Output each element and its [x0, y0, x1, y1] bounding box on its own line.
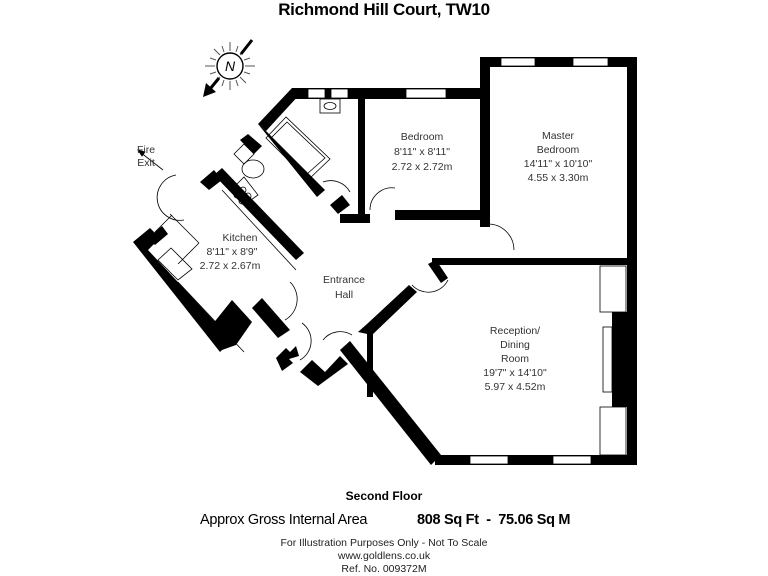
- disclaimer: For Illustration Purposes Only - Not To …: [280, 537, 488, 549]
- room-master-bedroom: Master Bedroom 14'11" x 10'10" 4.55 x 3.…: [524, 130, 593, 184]
- website: www.goldlens.co.uk: [337, 550, 431, 562]
- entrance-hall-name-1: Entrance: [323, 274, 365, 286]
- kitchen-imperial: 8'11" x 8'9": [207, 246, 258, 258]
- windows: [307, 57, 609, 465]
- room-entrance-hall: Entrance Hall: [323, 274, 365, 301]
- area-label: Approx Gross Internal Area: [200, 512, 368, 528]
- master-bedroom-name-2: Bedroom: [537, 144, 580, 156]
- front-door: [299, 322, 312, 361]
- reception-imperial: 19'7" x 14'10": [483, 367, 547, 379]
- reception-name-2: Dining: [500, 339, 530, 351]
- hob-icon: [232, 176, 259, 205]
- floor-plan: N: [133, 39, 637, 465]
- bedroom-metric: 2.72 x 2.72m: [392, 161, 453, 173]
- floor-label: Second Floor: [345, 489, 423, 503]
- sink-icon: [157, 247, 193, 281]
- bedroom-name: Bedroom: [401, 131, 444, 143]
- kitchen-name: Kitchen: [222, 232, 257, 244]
- room-kitchen: Kitchen 8'11" x 8'9" 2.72 x 2.67m: [200, 232, 261, 272]
- room-bedroom: Bedroom 8'11" x 8'11" 2.72 x 2.72m: [392, 131, 453, 173]
- fire-exit-label-line2: Exit: [137, 157, 155, 169]
- entrance-hall-name-2: Hall: [335, 289, 353, 301]
- reception-name-3: Room: [501, 353, 529, 365]
- toilet-icon: [241, 159, 265, 179]
- kitchen-door: [284, 281, 298, 321]
- kitchen-metric: 2.72 x 2.67m: [200, 260, 261, 272]
- reception-name-1: Reception/: [490, 325, 540, 337]
- fire-exit-label-line1: Fire: [137, 144, 155, 156]
- basin-icon: [319, 98, 341, 114]
- master-bedroom-metric: 4.55 x 3.30m: [528, 172, 589, 184]
- bathtub-icon: [265, 116, 331, 181]
- room-reception: Reception/ Dining Room 19'7" x 14'10" 5.…: [483, 325, 547, 393]
- doors: [137, 149, 515, 361]
- fixtures: [154, 98, 627, 456]
- master-bedroom-name-1: Master: [542, 130, 575, 142]
- plan-title: Richmond Hill Court, TW10: [278, 0, 490, 19]
- bedroom-imperial: 8'11" x 8'11": [394, 146, 450, 158]
- reception-metric: 5.97 x 4.52m: [485, 381, 546, 393]
- reference-number: Ref. No. 009372M: [341, 563, 427, 575]
- fire-exit-door: [156, 174, 185, 221]
- area-value: 808 Sq Ft - 75.06 Sq M: [417, 512, 571, 528]
- compass-north-label: N: [225, 58, 236, 74]
- compass-icon: N: [203, 39, 255, 97]
- master-bedroom-imperial: 14'11" x 10'10": [524, 158, 593, 170]
